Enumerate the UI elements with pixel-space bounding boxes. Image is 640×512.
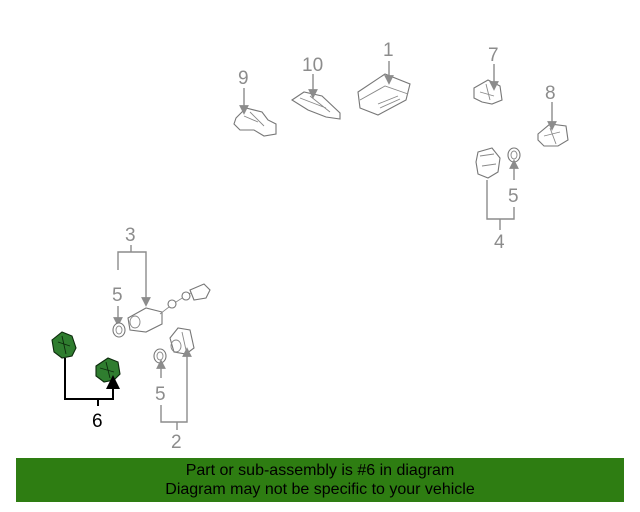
- part-6-bracket-set[interactable]: 6: [51, 331, 121, 432]
- part-4-sensor-group[interactable]: 5 4: [475, 147, 521, 253]
- part-9-sensor-bracket[interactable]: 9: [233, 68, 277, 137]
- callout-1: 1: [383, 40, 394, 61]
- callout-6: 6: [92, 411, 103, 432]
- callout-8: 8: [545, 83, 556, 104]
- callout-4: 4: [494, 232, 505, 253]
- callout-7: 7: [488, 45, 499, 66]
- part-8-bracket[interactable]: 8: [537, 83, 569, 147]
- callout-2: 2: [171, 432, 182, 453]
- part-3-harness-group[interactable]: 3 5: [112, 225, 211, 338]
- part-10-bracket[interactable]: 10: [290, 55, 341, 120]
- callout-5-a: 5: [112, 285, 123, 306]
- info-banner: Part or sub-assembly is #6 in diagram Di…: [16, 458, 624, 502]
- callout-3: 3: [125, 225, 136, 246]
- part-1-control-module[interactable]: 1: [357, 40, 411, 116]
- callout-9: 9: [238, 68, 249, 89]
- callout-5-c: 5: [508, 186, 519, 207]
- part-7-bracket[interactable]: 7: [473, 45, 503, 105]
- callout-10: 10: [302, 55, 323, 76]
- parts-diagram: 1 10 9 7 8 5 4 3: [51, 40, 569, 453]
- banner-line-1: Part or sub-assembly is #6 in diagram: [185, 462, 455, 479]
- part-2-sensor-group[interactable]: 5 2: [153, 327, 195, 453]
- banner-line-2: Diagram may not be specific to your vehi…: [165, 481, 475, 498]
- callout-5-b: 5: [155, 384, 166, 405]
